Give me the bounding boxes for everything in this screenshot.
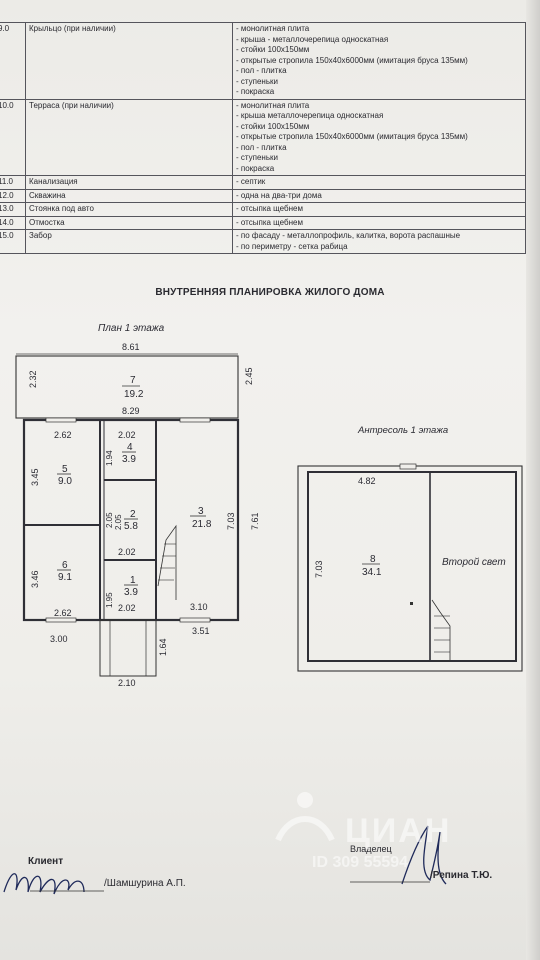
client-label: Клиент [28,856,64,867]
mezz-second-light: Второй свет [442,557,506,568]
watermark-id: ID 309 55594 [312,854,409,871]
dim-r1-bottom: 2.02 [118,603,136,613]
row-item: - открытые стропила 150х40х6000мм (имита… [236,55,468,65]
dim-inner-top: 8.29 [122,406,140,416]
row-item: - стойки 100х150мм [236,121,310,131]
dim-r5-vert: 3.45 [30,468,40,486]
room-2-number: 2 [130,509,136,520]
row-item: - по фасаду - металлопрофиль, калитка, в… [236,231,461,240]
room-2-area: 5.8 [124,521,138,532]
room-4-number: 4 [127,442,133,453]
room-3-number: 3 [198,506,204,517]
owner-signature [401,825,447,885]
owner-label: Владелец [350,844,392,854]
row-item: - монолитная плита [236,100,310,110]
dim-terrace-right: 2.45 [244,367,254,385]
client-signature [3,873,85,895]
dim-r3-bottom: 3.10 [190,602,208,612]
watermark-logo-icon [297,792,313,808]
room-1-area: 3.9 [124,587,138,598]
dim-r6-bottom: 2.62 [54,608,72,618]
client-name: /Шамшурина А.П. [104,878,186,889]
room-7-number: 7 [130,375,136,386]
row-items: - по фасаду - металлопрофиль, калитка, в… [232,229,526,254]
dim-r2-vert-b: 2.05 [114,514,123,530]
dim-ext-right: 3.51 [192,626,210,636]
row-item: - отсыпка щебнем [236,204,303,213]
room-3-area: 21.8 [192,519,212,530]
paper-edge-shadow [526,0,540,960]
row-item: - крыша металлочерепица односкатная [236,111,384,120]
row-item: - ступеньки [236,153,278,162]
owner-name: /Репина Т.Ю. [430,870,493,881]
dim-porch-vert: 1.64 [158,638,168,656]
mezz-room-area: 34.1 [362,567,382,578]
row-item: - стойки 100х150мм [236,45,310,54]
dim-ext-left: 3.00 [50,634,68,644]
row-item: - отсыпка щебнем [236,217,303,227]
row-item: - септик [236,177,266,186]
dim-outer-right: 7.61 [250,512,260,530]
row-items: - монолитная плита- крыша - металлочереп… [232,22,526,100]
porch-outline [99,619,157,677]
row-item: - покраска [236,87,275,96]
room-4-area: 3.9 [122,454,136,465]
watermark-brand: ЦИАН [345,812,452,850]
terrace-outline [15,355,239,419]
room-7-area: 19.2 [124,389,144,400]
row-item: - по периметру - сетка рабица [236,241,348,251]
mezz-dim-top: 4.82 [358,476,376,486]
row-item: - крыша - металлочерепица односкатная [236,34,389,44]
room-1-number: 1 [130,575,136,586]
dim-r2-vert-a: 2.05 [105,512,114,528]
layout-heading: ВНУТРЕННЯЯ ПЛАНИРОВКА ЖИЛОГО ДОМА [155,287,385,298]
row-name: Терраса (при наличии) [25,98,233,176]
dim-r6-vert: 3.46 [30,570,40,588]
dim-r4-top: 2.02 [118,430,136,440]
row-item: - одна на два-три дома [236,190,322,200]
room-6-number: 6 [62,560,68,571]
mezz-outer [297,465,523,672]
row-item: - открытые стропила 150х40х6000мм (имита… [236,132,468,141]
row-number: 10.0 [0,98,26,176]
row-name: Забор [25,229,233,254]
mezz-title: Антресоль 1 этажа [357,425,448,436]
row-items: - монолитная плита- крыша металлочерепиц… [232,98,526,176]
mezz-inner [307,471,517,662]
row-item: - покраска [236,163,275,173]
mezz-room-number: 8 [370,554,376,565]
dim-r5-top: 2.62 [54,430,72,440]
row-item: - ступеньки [236,76,278,86]
dim-terrace-left: 2.32 [28,370,38,388]
row-item: - пол - плитка [236,142,287,152]
row-item: - пол - плитка [236,66,287,75]
dim-r3-vert: 7.03 [226,512,236,530]
dim-mid-bottom: 2.02 [118,547,136,557]
room-6-area: 9.1 [58,572,72,583]
room-5-number: 5 [62,464,68,475]
room-5-area: 9.0 [58,476,72,487]
mezz-dim-left: 7.03 [314,560,324,578]
row-name: Крыльцо (при наличии) [25,22,233,100]
plan1-title: План 1 этажа [98,323,165,334]
row-item: - монолитная плита [236,24,310,33]
dim-top: 8.61 [122,342,140,352]
dim-r1-vert: 1.95 [105,592,114,608]
dim-r4-vert: 1.94 [105,450,114,466]
dim-porch-bottom: 2.10 [118,678,136,688]
